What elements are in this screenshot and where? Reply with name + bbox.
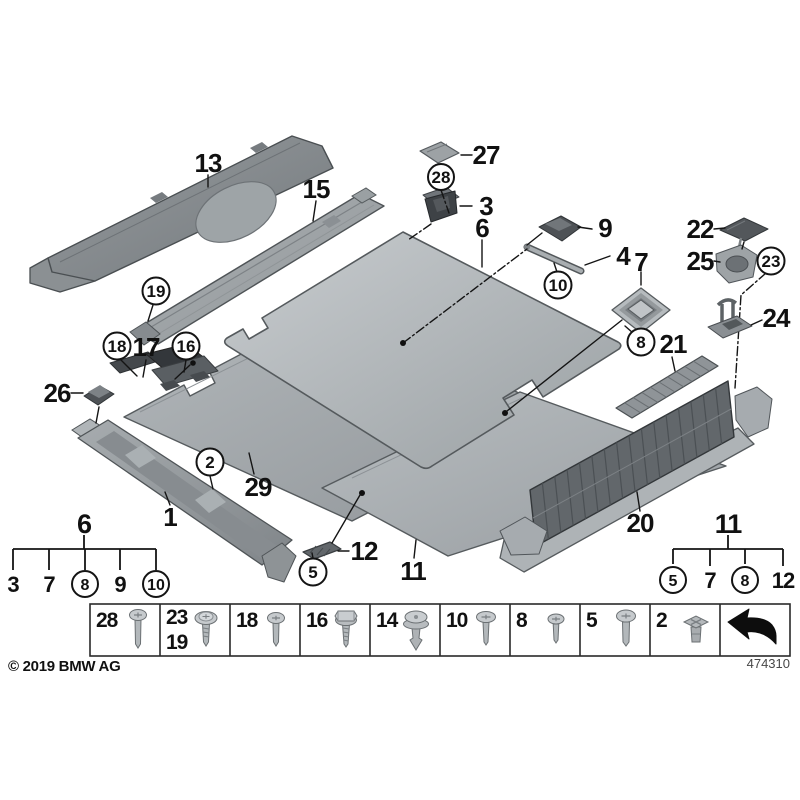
part-22-cap: [719, 217, 769, 242]
hex-flange-bolt-icon: [334, 610, 358, 648]
part-1-sill-rail: [71, 418, 297, 583]
callout-25: 25: [687, 246, 714, 276]
callout-8-circled: 8: [626, 327, 656, 357]
torx-pan-screw-icon: [129, 609, 147, 649]
tree-child: 9: [114, 572, 126, 597]
fastener-number-10: 10: [446, 609, 468, 632]
svg-text:10: 10: [549, 276, 568, 295]
svg-text:28: 28: [432, 168, 451, 187]
svg-text:8: 8: [741, 573, 750, 590]
pan-head-screw-icon: [476, 611, 496, 646]
tree-child: 3: [7, 572, 19, 597]
callout-27: 27: [473, 140, 500, 170]
washer-head-screw-icon: [194, 611, 218, 647]
callout-3: 3: [479, 191, 493, 221]
callout-20: 20: [627, 508, 654, 538]
svg-text:5: 5: [308, 563, 317, 582]
direction-arrow-icon: [727, 608, 777, 645]
part-21-sill-strip: [615, 355, 719, 419]
expanding-rivet-icon: [403, 610, 429, 651]
expanding-nut-icon: [682, 615, 710, 643]
tree-child-circled: 8: [71, 570, 99, 598]
fastener-number-23: 23: [166, 606, 188, 629]
callout-17: 17: [133, 332, 160, 362]
tree-child-circled: 10: [142, 570, 170, 598]
copyright-text: © 2019 BMW AG: [8, 658, 120, 675]
callout-24: 24: [763, 303, 791, 333]
callout-19-circled: 19: [141, 276, 171, 306]
fastener-number-18: 18: [236, 609, 259, 632]
fastener-number-16: 16: [306, 609, 328, 632]
callout-22: 22: [687, 214, 714, 244]
svg-text:10: 10: [147, 577, 165, 594]
legend-tree-11: 11 5 7 8 12: [659, 509, 796, 594]
svg-text:18: 18: [108, 337, 127, 356]
tree-child: 7: [43, 572, 55, 597]
legend-tree-6: 6 3 7 8 9 10: [7, 509, 170, 598]
tree-parent-6: 6: [77, 509, 92, 539]
fastener-number-5: 5: [586, 609, 598, 632]
callout-4: 4: [616, 241, 631, 271]
part-25-cup: [715, 237, 758, 284]
fastener-number-8: 8: [516, 609, 528, 632]
part-9-pull-handle: [538, 215, 582, 242]
svg-text:8: 8: [81, 577, 90, 594]
fastener-number-2: 2: [656, 609, 667, 632]
part-6-main-floor-panel: [223, 231, 622, 470]
callout-1: 1: [163, 502, 177, 532]
svg-text:2: 2: [205, 453, 214, 472]
part-20-loading-sill-panel: [499, 380, 773, 573]
callout-26: 26: [44, 378, 71, 408]
reference-dash-lines: [402, 189, 767, 389]
part-24-striker: [707, 298, 753, 339]
tree-parent-11: 11: [715, 509, 743, 539]
callout-10-circled: 10: [543, 270, 573, 300]
part-27-cover: [419, 141, 460, 164]
tree-child-circled: 8: [731, 566, 759, 594]
callout-28-circled: 28: [427, 163, 455, 191]
part-13-rear-trim-panel: [29, 135, 334, 293]
svg-text:16: 16: [177, 337, 196, 356]
pan-head-screw-icon: [267, 612, 285, 647]
part-7-grip-handle: [611, 287, 671, 334]
callouts: 13 15 17 26 1 29 12 11 6 27 3 9 4 7 21 2…: [44, 140, 792, 587]
part-26-bracket: [83, 385, 115, 406]
part-3-bracket: [422, 186, 460, 223]
callout-15: 15: [303, 174, 330, 204]
round-head-screw-icon: [616, 609, 636, 647]
pan-head-screw-icon: [547, 613, 565, 644]
fastener-number-19: 19: [166, 631, 188, 654]
svg-text:19: 19: [147, 282, 166, 301]
callout-29: 29: [245, 472, 272, 502]
fastener-number-28: 28: [96, 609, 119, 632]
svg-text:8: 8: [636, 333, 645, 352]
callout-7: 7: [634, 247, 648, 277]
diagram-number: 474310: [747, 656, 790, 671]
callout-5-circled: 5: [298, 557, 328, 587]
callout-23-circled: 23: [756, 246, 786, 276]
callout-2-circled: 2: [195, 447, 225, 477]
callout-9: 9: [598, 213, 612, 243]
part-15-rail: [129, 187, 385, 346]
leader-lines: [70, 154, 763, 559]
svg-text:23: 23: [762, 252, 781, 271]
svg-text:5: 5: [669, 573, 678, 590]
tree-child: 12: [772, 568, 795, 593]
part-4-rod: [523, 243, 585, 275]
callout-6: 6: [475, 213, 489, 243]
callout-21: 21: [660, 329, 687, 359]
callout-11: 11: [400, 556, 426, 586]
fastener-table: 28 23 19 18 16 14 10 8 5 2: [89, 603, 791, 657]
callout-16-circled: 16: [171, 331, 201, 361]
callout-13: 13: [195, 148, 222, 178]
part-12-trim-strip: [302, 541, 342, 560]
fastener-number-14: 14: [376, 609, 399, 632]
callout-12: 12: [351, 536, 378, 566]
tree-child: 7: [704, 568, 716, 593]
callout-18-circled: 18: [102, 331, 132, 361]
tree-child-circled: 5: [659, 566, 687, 594]
